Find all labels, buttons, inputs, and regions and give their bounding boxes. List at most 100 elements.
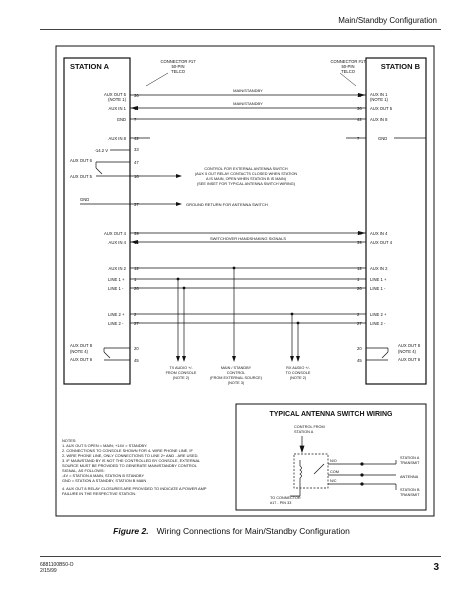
a-pin: 33 (134, 147, 139, 152)
b-pin: 45 (357, 358, 362, 363)
b-row-label: AUX OUT 4 (370, 240, 393, 245)
note-line: 2- WIRE PHONE LINE, ONLY CONNECTIONS TO … (62, 453, 198, 458)
connector-a-line3: TELCO (171, 69, 186, 74)
arrow (358, 93, 366, 97)
junction-dot (232, 266, 236, 270)
station-b-title: STATION B (381, 62, 421, 71)
b-row-label: AUX OUT 5 (370, 106, 393, 111)
junction-dot (296, 321, 300, 325)
a-pin: 16 (134, 174, 139, 179)
relay-b-out8-blade (381, 351, 389, 359)
relay-coil (299, 465, 302, 479)
a-pin: 12 (134, 266, 139, 271)
a-row-label: GND (117, 117, 126, 122)
a-row-label: AUX OUT 4 (104, 231, 127, 236)
arrow (182, 356, 186, 362)
label-ctrl-4: (NOTE 3) (228, 381, 245, 385)
inset-control-1: CONTROL FROM (294, 425, 325, 429)
note-line: NOTES: (62, 438, 76, 443)
a-aux-out6-label: AUX OUT 6 (70, 158, 93, 163)
arrow (130, 240, 138, 244)
doc-date: 2/15/99 (40, 568, 57, 574)
arrow (232, 356, 236, 362)
a-pin: 27 (134, 321, 139, 326)
page-number: 3 (433, 562, 439, 573)
inset-tx-a-1: STATION A (400, 456, 420, 460)
b-pin: 39 (357, 240, 362, 245)
connector-dot (360, 462, 364, 466)
doc-number: 6881100B50-O (40, 562, 74, 568)
label-main-standby-1: MAIN/STANDBY (233, 88, 263, 93)
a-pin: 42 (134, 136, 139, 141)
station-a-box (63, 57, 131, 385)
inset-no: N/O (330, 459, 337, 463)
b-pin: 2 (357, 312, 360, 317)
a-row-sub: (NOTE 4) (70, 349, 89, 354)
label-ctrl-2: CONTROL (227, 371, 246, 375)
a-v142-label: -14.2 V (94, 148, 108, 153)
note-line: 4. AUX OUT 8 RELAY CLOSURES ARE PROVIDED… (62, 486, 207, 491)
a-row-label: GND (80, 197, 89, 202)
inset-tx-a-2: TRANSMIT (400, 461, 420, 465)
label-rx-2: TO CONSOLE (286, 371, 311, 375)
inset-com: COM (330, 470, 339, 474)
relay-a-out8-blade (103, 351, 111, 359)
connector-dot (360, 482, 364, 486)
inset-to-conn-2: #17 - PIN 33 (270, 501, 291, 505)
note-line: 2. CONNECTIONS TO CONSOLE SHOWN FOR 4- W… (62, 448, 193, 453)
b-row-sub: (NOTE 4) (398, 349, 417, 354)
label-rx-1: RX AUDIO +/- (286, 366, 310, 370)
note-line: GND = STATION A STANDBY, STATION B MAIN (62, 478, 146, 483)
arrow (358, 231, 366, 235)
b-row-label: AUX IN 1 (370, 92, 388, 97)
b-row-label: AUX OUT 6 (398, 357, 421, 362)
b-row-label: LINE 1 + (370, 277, 387, 282)
b-row-label: GND (378, 136, 387, 141)
arrow (130, 106, 138, 110)
inset-to-conn-1: TO CONNECTOR (270, 496, 301, 500)
a-pin: 7 (134, 117, 137, 122)
b-row-sub: (NOTE 1) (370, 97, 389, 102)
a-pin: 45 (134, 358, 139, 363)
footer-rule (40, 556, 441, 557)
a-pin: 26 (134, 286, 139, 291)
inset-tx-b-1: STATION B (400, 488, 420, 492)
arrow (290, 356, 294, 362)
header-rule (40, 29, 441, 30)
label-rx-3: (NOTE 2) (290, 376, 307, 380)
label-antenna-control-3: A IS MAIN, OPEN WHEN STATION B IS MAIN) (206, 177, 287, 181)
a-pin: 39 (134, 231, 139, 236)
b-pin: 7 (357, 136, 360, 141)
relay-blade (313, 463, 325, 475)
label-ctrl-3: (FROM EXTERNAL SOURCE) (210, 376, 263, 380)
label-antenna-control-1: CONTROL FOR EXTERNAL ANTENNA SWITCH (204, 167, 288, 171)
b-row-label: AUX IN 2 (370, 266, 388, 271)
inset-relay-box (293, 453, 329, 489)
arrow (176, 356, 180, 362)
b-pin: 36 (357, 106, 362, 111)
connector-a-line2: 50-PIN (171, 64, 184, 69)
junction-dot (176, 277, 180, 281)
b-row-label: AUX IN 8 (370, 117, 388, 122)
a-pin: 20 (134, 346, 139, 351)
a-pin: 47 (134, 160, 139, 165)
a-row-label: AUX IN 2 (109, 266, 127, 271)
arrow (176, 202, 182, 206)
connector-b-line1: CONNECTOR #17 (330, 59, 366, 64)
label-antenna-control-2: (AUX 5 OUT RELAY CONTACTS CLOSED WHEN ST… (195, 172, 298, 176)
label-main-standby-2: MAIN/STANDBY (233, 101, 263, 106)
b-pin: 20 (357, 346, 362, 351)
diagram-frame (55, 45, 435, 517)
a-row-label: LINE 2 - (108, 321, 124, 326)
a-row-label: AUX IN 1 (109, 106, 127, 111)
connector-a-line1: CONNECTOR #17 (160, 59, 196, 64)
a-pin: 1 (134, 277, 137, 282)
inset-nc: N/C (330, 479, 337, 483)
b-pin: 12 (357, 266, 362, 271)
b-pin: 26 (357, 286, 362, 291)
label-ctrl-1: MAIN / STANDBY (221, 366, 252, 370)
b-row-label: LINE 2 + (370, 312, 387, 317)
a-row-label: AUX OUT 6 (70, 357, 93, 362)
a-pin: 2 (134, 312, 137, 317)
inset-frame (235, 403, 427, 511)
